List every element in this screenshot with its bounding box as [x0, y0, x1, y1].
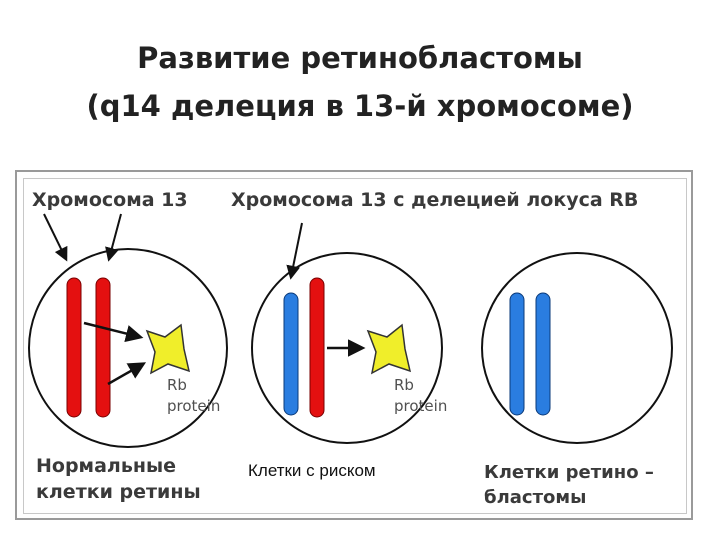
arrow-to-rb-protein-1a: [83, 321, 144, 343]
arrow-label-to-chromosome-right: [105, 213, 122, 262]
title-line-1: Развитие ретинобластомы: [137, 41, 583, 75]
tumor-cells-label-line2: бластомы: [484, 487, 586, 508]
normal-cells-label-line1: Нормальные: [36, 455, 176, 477]
slide-title: Развитие ретинобластомы (q14 делеция в 1…: [0, 34, 720, 130]
rb-protein-shape-1: [145, 323, 191, 375]
normal-chromosome-left: [66, 277, 82, 418]
normal-cells-label-line2: клетки ретины: [36, 481, 201, 503]
normal-chromosome-right: [95, 277, 111, 418]
risk-cell: Rb protein: [251, 252, 447, 444]
deleted-chromosome-right: [535, 292, 551, 416]
label-chromosome-13: Хромосома 13: [32, 189, 188, 211]
rb-protein-shape-2: [366, 323, 412, 375]
tumor-cell: [481, 252, 673, 444]
deleted-chromosome: [283, 292, 299, 416]
rb-label-2: Rb: [394, 376, 414, 394]
rb-label-1: Rb: [167, 376, 187, 394]
normal-chromosome-risk: [309, 277, 325, 418]
deleted-chromosome-left: [509, 292, 525, 416]
tumor-cell-outline: [481, 252, 673, 444]
protein-label-2: protein: [394, 397, 447, 415]
label-chromosome-13-deletion: Хромосома 13 с делецией локуса RB: [231, 189, 638, 211]
title-line-2: (q14 делеция в 13-й хромосоме): [86, 89, 634, 123]
protein-label-1: protein: [167, 397, 220, 415]
arrow-label-to-deleted-chromosome: [286, 222, 303, 280]
tumor-cells-label-line1: Клетки ретино –: [484, 462, 654, 483]
arrow-to-rb-protein-1b: [107, 362, 147, 386]
normal-cell: Rb protein: [28, 248, 228, 448]
normal-cell-outline: [28, 248, 228, 448]
arrow-label-to-chromosome-left: [43, 213, 68, 262]
figure-inner-border: [23, 178, 687, 514]
risk-cells-label: Клетки с риском: [248, 461, 376, 480]
